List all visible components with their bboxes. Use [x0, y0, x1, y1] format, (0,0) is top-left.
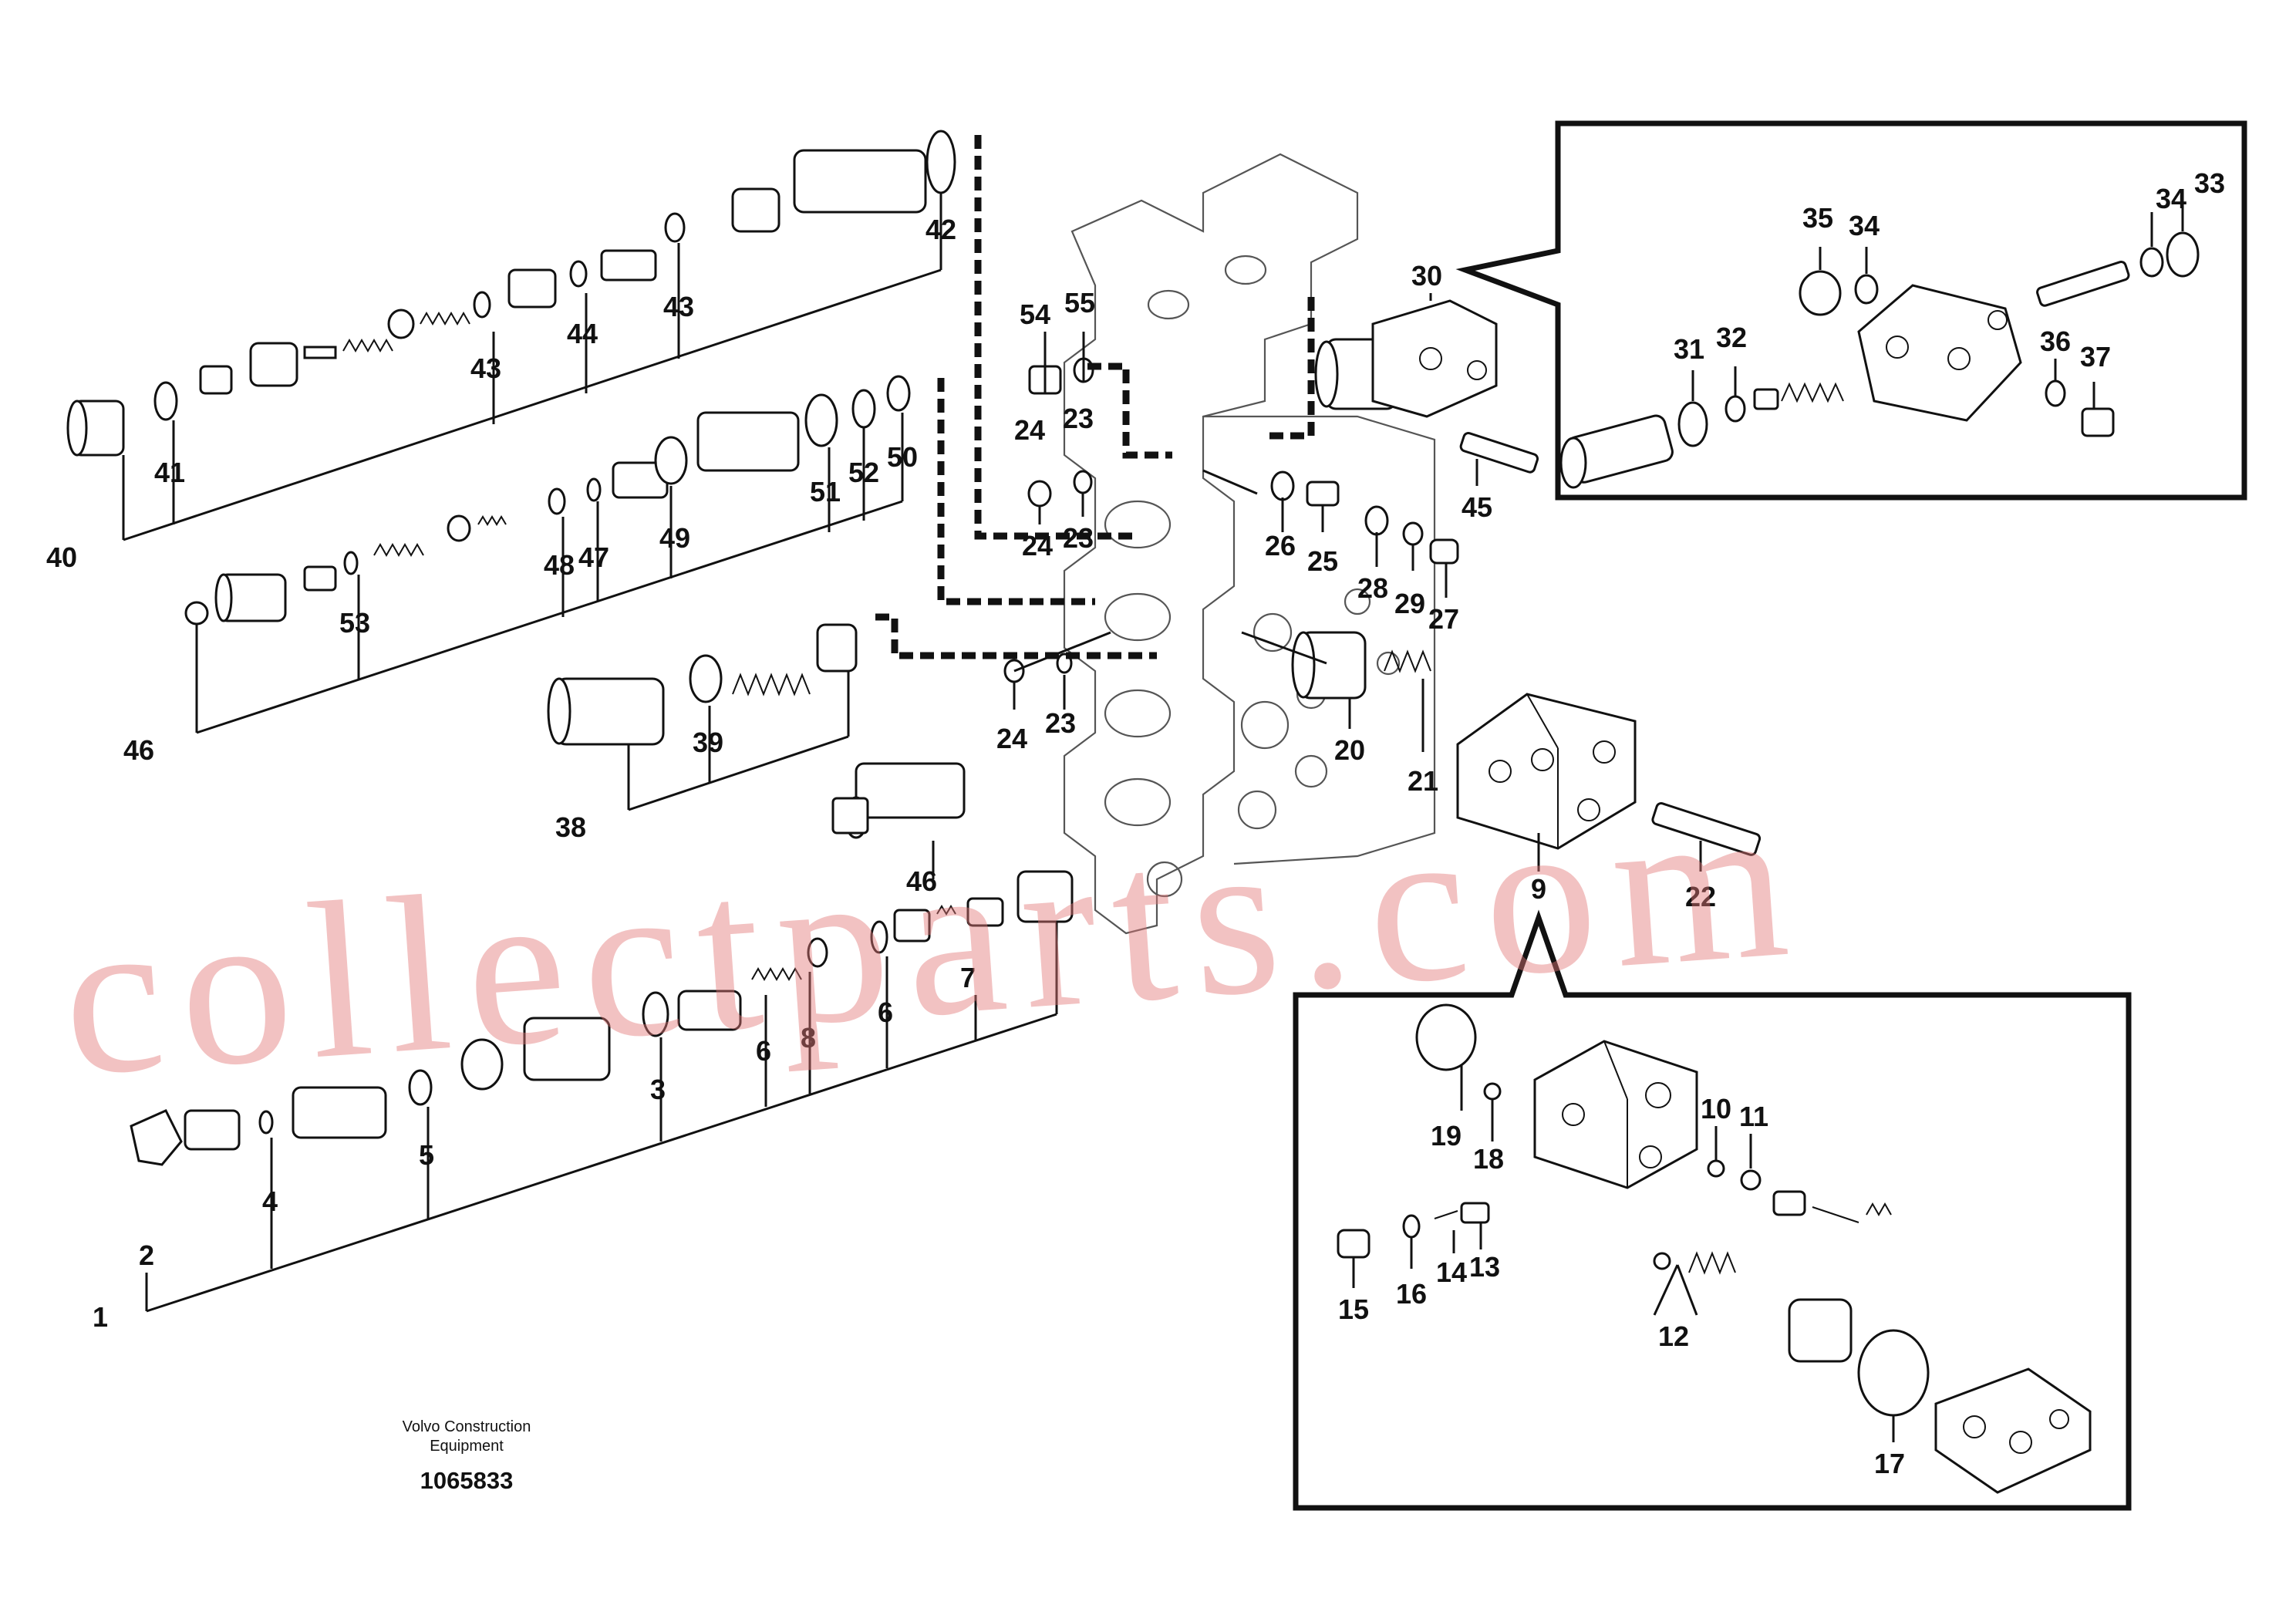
callout-6b: 6	[878, 996, 893, 1028]
callout-1: 1	[93, 1301, 108, 1333]
drawing-number: 1065833	[420, 1467, 514, 1494]
company-line-1: Volvo Construction	[402, 1418, 531, 1435]
callout-4: 4	[262, 1185, 278, 1217]
callout-53: 53	[339, 607, 370, 639]
callout-31: 31	[1674, 333, 1704, 365]
callout-22: 22	[1685, 881, 1716, 912]
callout-29: 29	[1394, 588, 1425, 619]
callout-15: 15	[1338, 1293, 1369, 1325]
callout-34: 34	[1849, 210, 1880, 241]
callout-43: 43	[470, 352, 501, 384]
callout-39: 39	[693, 727, 723, 758]
company-line-2: Equipment	[430, 1438, 504, 1455]
callout-44: 44	[567, 318, 598, 349]
callout-20: 20	[1334, 734, 1365, 766]
callout-13: 13	[1469, 1251, 1500, 1283]
callout-6: 6	[756, 1035, 771, 1067]
callout-11: 11	[1739, 1101, 1768, 1132]
callout-26: 26	[1265, 530, 1296, 561]
callout-19: 19	[1431, 1120, 1462, 1152]
drawing-credit: Volvo Construction Equipment 1065833	[362, 1418, 571, 1495]
callout-12: 12	[1658, 1320, 1689, 1352]
assembly-40	[66, 130, 956, 457]
callout-17: 17	[1874, 1448, 1905, 1479]
callout-14: 14	[1436, 1256, 1467, 1288]
assembly-38	[547, 623, 858, 746]
callout-35: 35	[1802, 202, 1833, 234]
callout-48: 48	[544, 549, 575, 581]
callout-16: 16	[1396, 1278, 1427, 1310]
callout-45: 45	[1462, 491, 1492, 523]
detail-frame-30	[1455, 120, 2247, 501]
callout-34b: 34	[2156, 183, 2186, 214]
callout-50: 50	[887, 441, 918, 473]
valve-housing	[1063, 153, 1436, 935]
callout-23: 23	[1063, 403, 1094, 434]
assembly-46-upper	[184, 375, 911, 626]
callout-43b: 43	[663, 291, 694, 322]
callout-54: 54	[1020, 298, 1050, 330]
callout-30: 30	[1411, 260, 1442, 292]
callout-27: 27	[1428, 603, 1459, 635]
callout-5: 5	[419, 1139, 434, 1171]
block-9	[1291, 299, 1762, 856]
callout-49: 49	[659, 522, 690, 554]
callout-8: 8	[801, 1022, 816, 1054]
callout-9: 9	[1531, 873, 1546, 905]
callout-23c: 23	[1063, 522, 1094, 554]
callout-24: 24	[1014, 414, 1045, 446]
callout-7: 7	[960, 962, 976, 993]
callout-24c: 24	[1022, 530, 1053, 561]
callout-41: 41	[154, 457, 185, 488]
callout-10: 10	[1701, 1093, 1731, 1125]
callout-25: 25	[1307, 545, 1338, 577]
callout-33: 33	[2194, 167, 2225, 199]
leader-lines	[122, 193, 1702, 1313]
callout-36: 36	[2040, 325, 2071, 357]
callout-28: 28	[1357, 572, 1388, 604]
callout-38: 38	[555, 811, 586, 843]
callout-51: 51	[810, 476, 841, 508]
callout-46b: 46	[906, 865, 937, 897]
callout-labels: 1 2 3 4 5 6 6 7 8 9 10 11 12 13 14 15 16…	[46, 167, 2225, 1479]
callout-55: 55	[1064, 287, 1095, 319]
callout-18: 18	[1473, 1143, 1504, 1175]
detail-frame-9	[1293, 909, 2132, 1511]
callout-46: 46	[123, 734, 154, 766]
callout-40: 40	[46, 541, 77, 573]
callout-2: 2	[139, 1239, 154, 1271]
callout-32: 32	[1716, 322, 1747, 353]
callout-47: 47	[578, 541, 609, 573]
assembly-1	[130, 762, 1074, 1166]
callout-21: 21	[1408, 765, 1438, 797]
callout-3: 3	[650, 1074, 666, 1105]
callout-24b: 24	[996, 723, 1027, 754]
callout-52: 52	[848, 457, 879, 488]
callout-42: 42	[925, 214, 956, 245]
callout-37: 37	[2080, 341, 2111, 373]
callout-23b: 23	[1045, 707, 1076, 739]
